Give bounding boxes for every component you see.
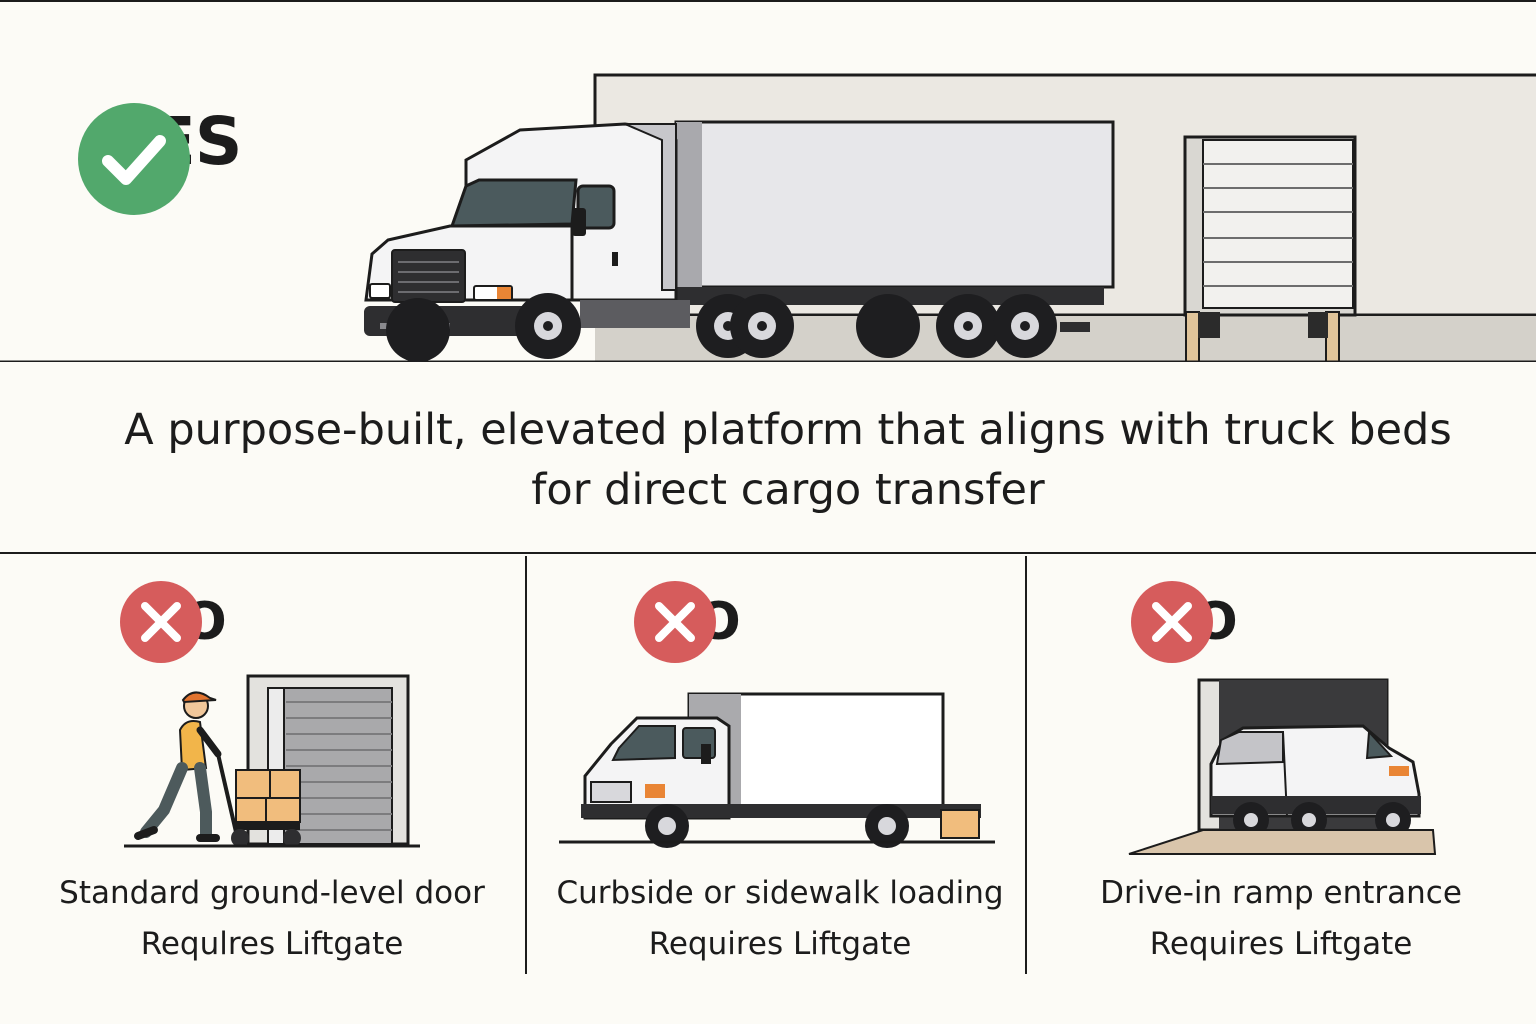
dock-door — [1202, 139, 1354, 309]
side-window — [576, 184, 616, 230]
panel-drive-in-ramp: NO Drive-in ramp entrance Requires Liftg… — [1027, 556, 1536, 976]
definition-line-1: A purpose-built, elevated platform that … — [124, 405, 1452, 455]
x-icon — [634, 581, 716, 663]
caption-drive-in: Drive-in ramp entrance Requires Liftgate — [1021, 868, 1536, 970]
top-border — [0, 0, 1536, 2]
loading-dock-illustration — [0, 73, 1536, 362]
no-badge: NO — [1131, 581, 1238, 663]
grille — [391, 249, 466, 303]
caption-line-2: Requires Liftgate — [1149, 926, 1413, 962]
panel-ground-level-door: NO Standard ground-level door — [0, 556, 526, 976]
hero-illustration: YES — [0, 0, 1536, 362]
caption-curbside: Curbside or sidewalk loading Requires Li… — [520, 868, 1040, 970]
no-badge: NO — [634, 581, 741, 663]
definition-line-2: for direct cargo transfer — [531, 465, 1045, 515]
x-icon — [1131, 581, 1213, 663]
truck-wheels — [386, 293, 1057, 362]
drive-in-ramp-illustration — [1128, 678, 1437, 855]
panel-curbside-loading: NO Curbside or sidewalk loading Requires… — [527, 556, 1025, 976]
check-icon — [78, 103, 190, 215]
caption-line-1: Curbside or sidewalk loading — [556, 875, 1004, 911]
x-icon — [120, 581, 202, 663]
caption-line-1: Standard ground-level door — [59, 875, 485, 911]
windshield — [449, 178, 578, 228]
box-truck-illustration — [559, 692, 995, 848]
caption-ground-level: Standard ground-level door Requlres Lift… — [12, 868, 532, 970]
panel-divider-2 — [1025, 556, 1027, 974]
section-divider — [0, 552, 1536, 554]
no-badge: NO — [120, 581, 227, 663]
yes-badge: YES — [78, 103, 242, 215]
panel-divider-1 — [525, 556, 527, 974]
definition-text: A purpose-built, elevated platform that … — [40, 400, 1536, 520]
ground-door-illustration — [124, 674, 420, 848]
trailer-box — [674, 120, 1115, 289]
caption-line-1: Drive-in ramp entrance — [1100, 875, 1462, 911]
caption-line-2: Requires Liftgate — [648, 926, 912, 962]
caption-line-2: Requlres Liftgate — [140, 926, 404, 962]
